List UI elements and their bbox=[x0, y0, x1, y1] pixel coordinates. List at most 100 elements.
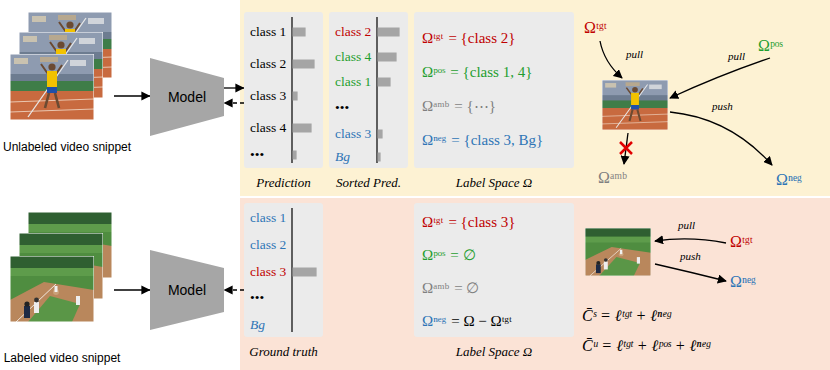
class-label: Bg bbox=[250, 317, 265, 333]
score-bar bbox=[378, 53, 397, 62]
model-block: Model bbox=[150, 250, 224, 330]
pull-arrow bbox=[600, 41, 622, 78]
video-frame bbox=[10, 256, 94, 322]
set-members: = {class 3, Bg} bbox=[451, 132, 543, 148]
set-symbol: Ωⁿᵉᵍ bbox=[422, 313, 446, 329]
snippet-thumbnail bbox=[602, 80, 668, 130]
set-symbol: Ωᵃᵐᵇ bbox=[598, 168, 627, 188]
class-label: class 3 bbox=[335, 126, 371, 142]
class-label: class 2 bbox=[250, 237, 286, 253]
score-bar bbox=[378, 28, 400, 37]
set-symbol: Ωᵖᵒˢ bbox=[422, 247, 445, 263]
class-label: class 2 bbox=[335, 24, 371, 40]
class-label: class 1 bbox=[250, 24, 286, 40]
set-symbol: Ωᵗᵍᵗ bbox=[422, 214, 443, 230]
set-row: Ωᵖᵒˢ = {class 1, 4} bbox=[422, 62, 532, 82]
score-bar bbox=[378, 130, 383, 139]
set-symbol: Ωᵗᵍᵗ bbox=[422, 30, 443, 46]
label-space-box: Ωᵗᵍᵗ = {class 2} Ωᵖᵒˢ = {class 1, 4} Ωᵃᵐᵇ= {… bbox=[414, 12, 574, 168]
class-label: class 2 bbox=[250, 56, 286, 72]
score-bar bbox=[293, 60, 315, 69]
axis-line bbox=[376, 17, 377, 163]
set-members: = {⋯} bbox=[454, 98, 496, 114]
set-row: Ωᵃᵐᵇ= {⋯} bbox=[422, 96, 496, 116]
model-label: Model bbox=[168, 282, 206, 298]
model-label: Model bbox=[168, 89, 206, 105]
class-label: Bg bbox=[335, 149, 350, 165]
class-label: class 4 bbox=[250, 120, 286, 136]
set-symbol: Ωᵃᵐᵇ bbox=[422, 280, 449, 296]
score-bar bbox=[293, 28, 306, 37]
class-label: class 3 bbox=[250, 88, 286, 104]
flow-arrow bbox=[224, 289, 244, 290]
model-shape bbox=[150, 250, 224, 330]
video-frame bbox=[10, 54, 94, 120]
snippet-thumbnail bbox=[585, 228, 651, 276]
panel-caption: Label Space Ω bbox=[456, 344, 533, 360]
panel-caption: Ground truth bbox=[249, 344, 318, 360]
set-members: = {class 2} bbox=[448, 30, 515, 46]
class-label: class 1 bbox=[250, 210, 286, 226]
arrow-label: push bbox=[712, 100, 733, 114]
set-members: = ∅ bbox=[454, 280, 479, 296]
flow-arrow bbox=[224, 102, 244, 103]
set-symbol: Ωᵖᵒˢ bbox=[758, 36, 783, 56]
score-bar bbox=[293, 151, 297, 160]
panel-caption: Sorted Pred. bbox=[336, 175, 401, 191]
set-symbol: Ωⁿᵉᵍ bbox=[730, 272, 756, 292]
set-row: Ωᵃᵐᵇ = ∅ bbox=[422, 278, 479, 298]
set-row: Ωⁿᵉᵍ = {class 3, Bg} bbox=[422, 130, 543, 150]
set-members: = ∅ bbox=[450, 247, 475, 263]
unlabeled-panel bbox=[240, 0, 830, 196]
set-members: = {class 1, 4} bbox=[450, 64, 532, 80]
pull-arrow bbox=[670, 58, 770, 98]
set-symbol: Ωᵖᵒˢ bbox=[422, 64, 445, 80]
score-bar bbox=[293, 124, 312, 133]
set-members: = {class 3} bbox=[448, 214, 515, 230]
axis-line bbox=[291, 17, 292, 163]
arrow-label: pull bbox=[626, 48, 643, 62]
arrow-label: push bbox=[680, 250, 701, 264]
panel-caption: Prediction bbox=[256, 175, 310, 191]
class-label: class 4 bbox=[335, 49, 371, 65]
class-label: ••• bbox=[250, 147, 264, 163]
score-bar bbox=[378, 153, 381, 162]
score-bar bbox=[293, 268, 317, 277]
score-bar bbox=[293, 92, 298, 101]
set-symbol: Ωⁿᵉᵍ bbox=[422, 132, 446, 148]
class-label: class 1 bbox=[335, 74, 371, 90]
loss-formula: C̄ᵘ = ℓᵗᵍᵗ + ℓᵖᵒˢ + ℓⁿᵉᵍ bbox=[582, 336, 710, 356]
cross-mark bbox=[620, 142, 632, 154]
class-label: ••• bbox=[335, 100, 349, 116]
class-label: class 3 bbox=[250, 264, 286, 280]
video-snippet: Unlabeled video snippet bbox=[10, 12, 114, 120]
class-label: ••• bbox=[250, 290, 264, 306]
model-block: Model bbox=[150, 58, 224, 136]
snippet-caption: Labeled video snippet bbox=[4, 351, 121, 366]
loss-formula: C̄ˢ = ℓᵗᵍᵗ + ℓⁿᵉᵍ bbox=[582, 306, 671, 326]
sorted-box: class 2class 4class 1•••class 3BgSorted … bbox=[329, 12, 408, 168]
label-space-box: Ωᵗᵍᵗ = {class 3} Ωᵖᵒˢ = ∅ Ωᵃᵐᵇ = ∅ Ωⁿᵉᵍ = Ω − Ω… bbox=[414, 203, 574, 337]
set-row: Ωᵗᵍᵗ = {class 3} bbox=[422, 212, 515, 232]
set-row: Ωᵖᵒˢ = ∅ bbox=[422, 245, 476, 265]
set-symbol: Ωᵗᵍᵗ bbox=[584, 18, 607, 38]
labeled-panel bbox=[240, 198, 830, 370]
snippet-caption: Unlabeled video snippet bbox=[3, 140, 131, 155]
arrow-label: pull bbox=[678, 219, 695, 233]
push-arrow bbox=[670, 112, 772, 165]
ground-truth-box: class 1class 2class 3•••BgGround truth bbox=[244, 203, 323, 337]
axis-line bbox=[291, 208, 292, 332]
flow-arrow bbox=[224, 87, 244, 88]
prediction-box: class 1class 2class 3class 4•••Predictio… bbox=[244, 12, 323, 168]
flow-arrow bbox=[114, 289, 150, 290]
set-row: Ωⁿᵉᵍ = Ω − Ωᵗᵍᵗ bbox=[422, 311, 512, 331]
set-symbol: Ωⁿᵉᵍ bbox=[776, 170, 802, 190]
arrow-label: pull bbox=[728, 50, 745, 64]
pull-arrow bbox=[655, 239, 726, 243]
set-members: = Ω − Ωᵗᵍᵗ bbox=[451, 313, 512, 329]
flow-arrow bbox=[114, 95, 150, 96]
model-shape bbox=[150, 58, 224, 136]
score-bar bbox=[378, 78, 391, 87]
set-symbol: Ωᵗᵍᵗ bbox=[730, 232, 753, 252]
